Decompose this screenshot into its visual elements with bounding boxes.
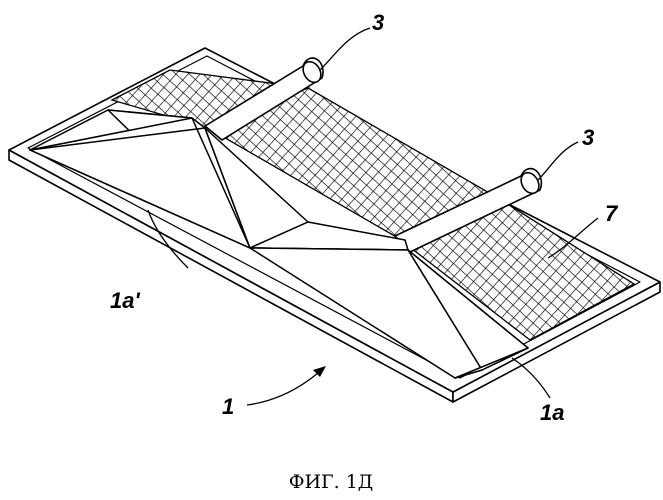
base-plate [9, 48, 660, 402]
label-device: 1 [222, 394, 234, 419]
label-prism-left: 1a' [110, 288, 140, 313]
label-prism-right: 1a [540, 400, 564, 425]
label-rod-upper: 3 [372, 10, 384, 35]
label-rod-lower: 3 [582, 125, 594, 150]
figure-caption: ФИГ. 1Д [289, 471, 374, 493]
label-mesh: 7 [605, 201, 619, 226]
